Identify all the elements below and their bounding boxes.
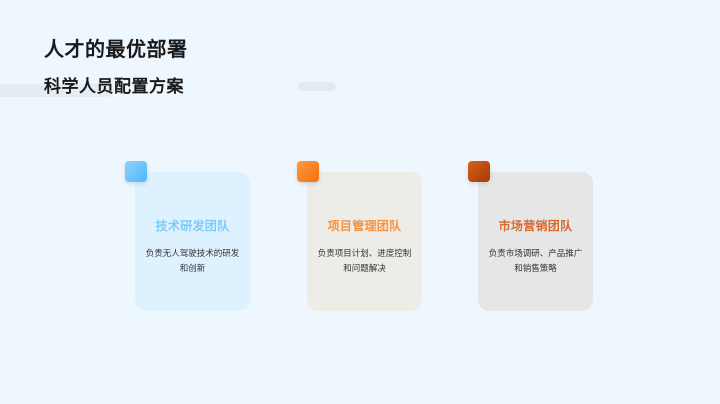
square-marker-icon	[125, 161, 147, 182]
square-marker-icon	[297, 161, 319, 182]
page-title: 人才的最优部署	[44, 37, 188, 61]
team-card-description: 负责项目计划、进度控制和问题解决	[317, 249, 412, 274]
team-card-title: 技术研发团队	[155, 219, 230, 233]
decorative-bar	[0, 84, 113, 97]
team-card-title: 市场营销团队	[498, 219, 573, 233]
team-card-title: 项目管理团队	[327, 219, 402, 233]
square-marker-icon	[468, 161, 490, 182]
decorative-pill	[298, 82, 336, 91]
page-subtitle: 科学人员配置方案	[44, 77, 184, 97]
team-card-rnd: 技术研发团队 负责无人驾驶技术的研发和创新	[125, 161, 250, 311]
team-card-project-management: 项目管理团队 负责项目计划、进度控制和问题解决	[297, 161, 422, 311]
team-card-description: 负责无人驾驶技术的研发和创新	[145, 249, 240, 274]
team-card-description: 负责市场调研、产品推广和销售策略	[488, 249, 583, 274]
team-card-marketing: 市场营销团队 负责市场调研、产品推广和销售策略	[468, 161, 593, 311]
